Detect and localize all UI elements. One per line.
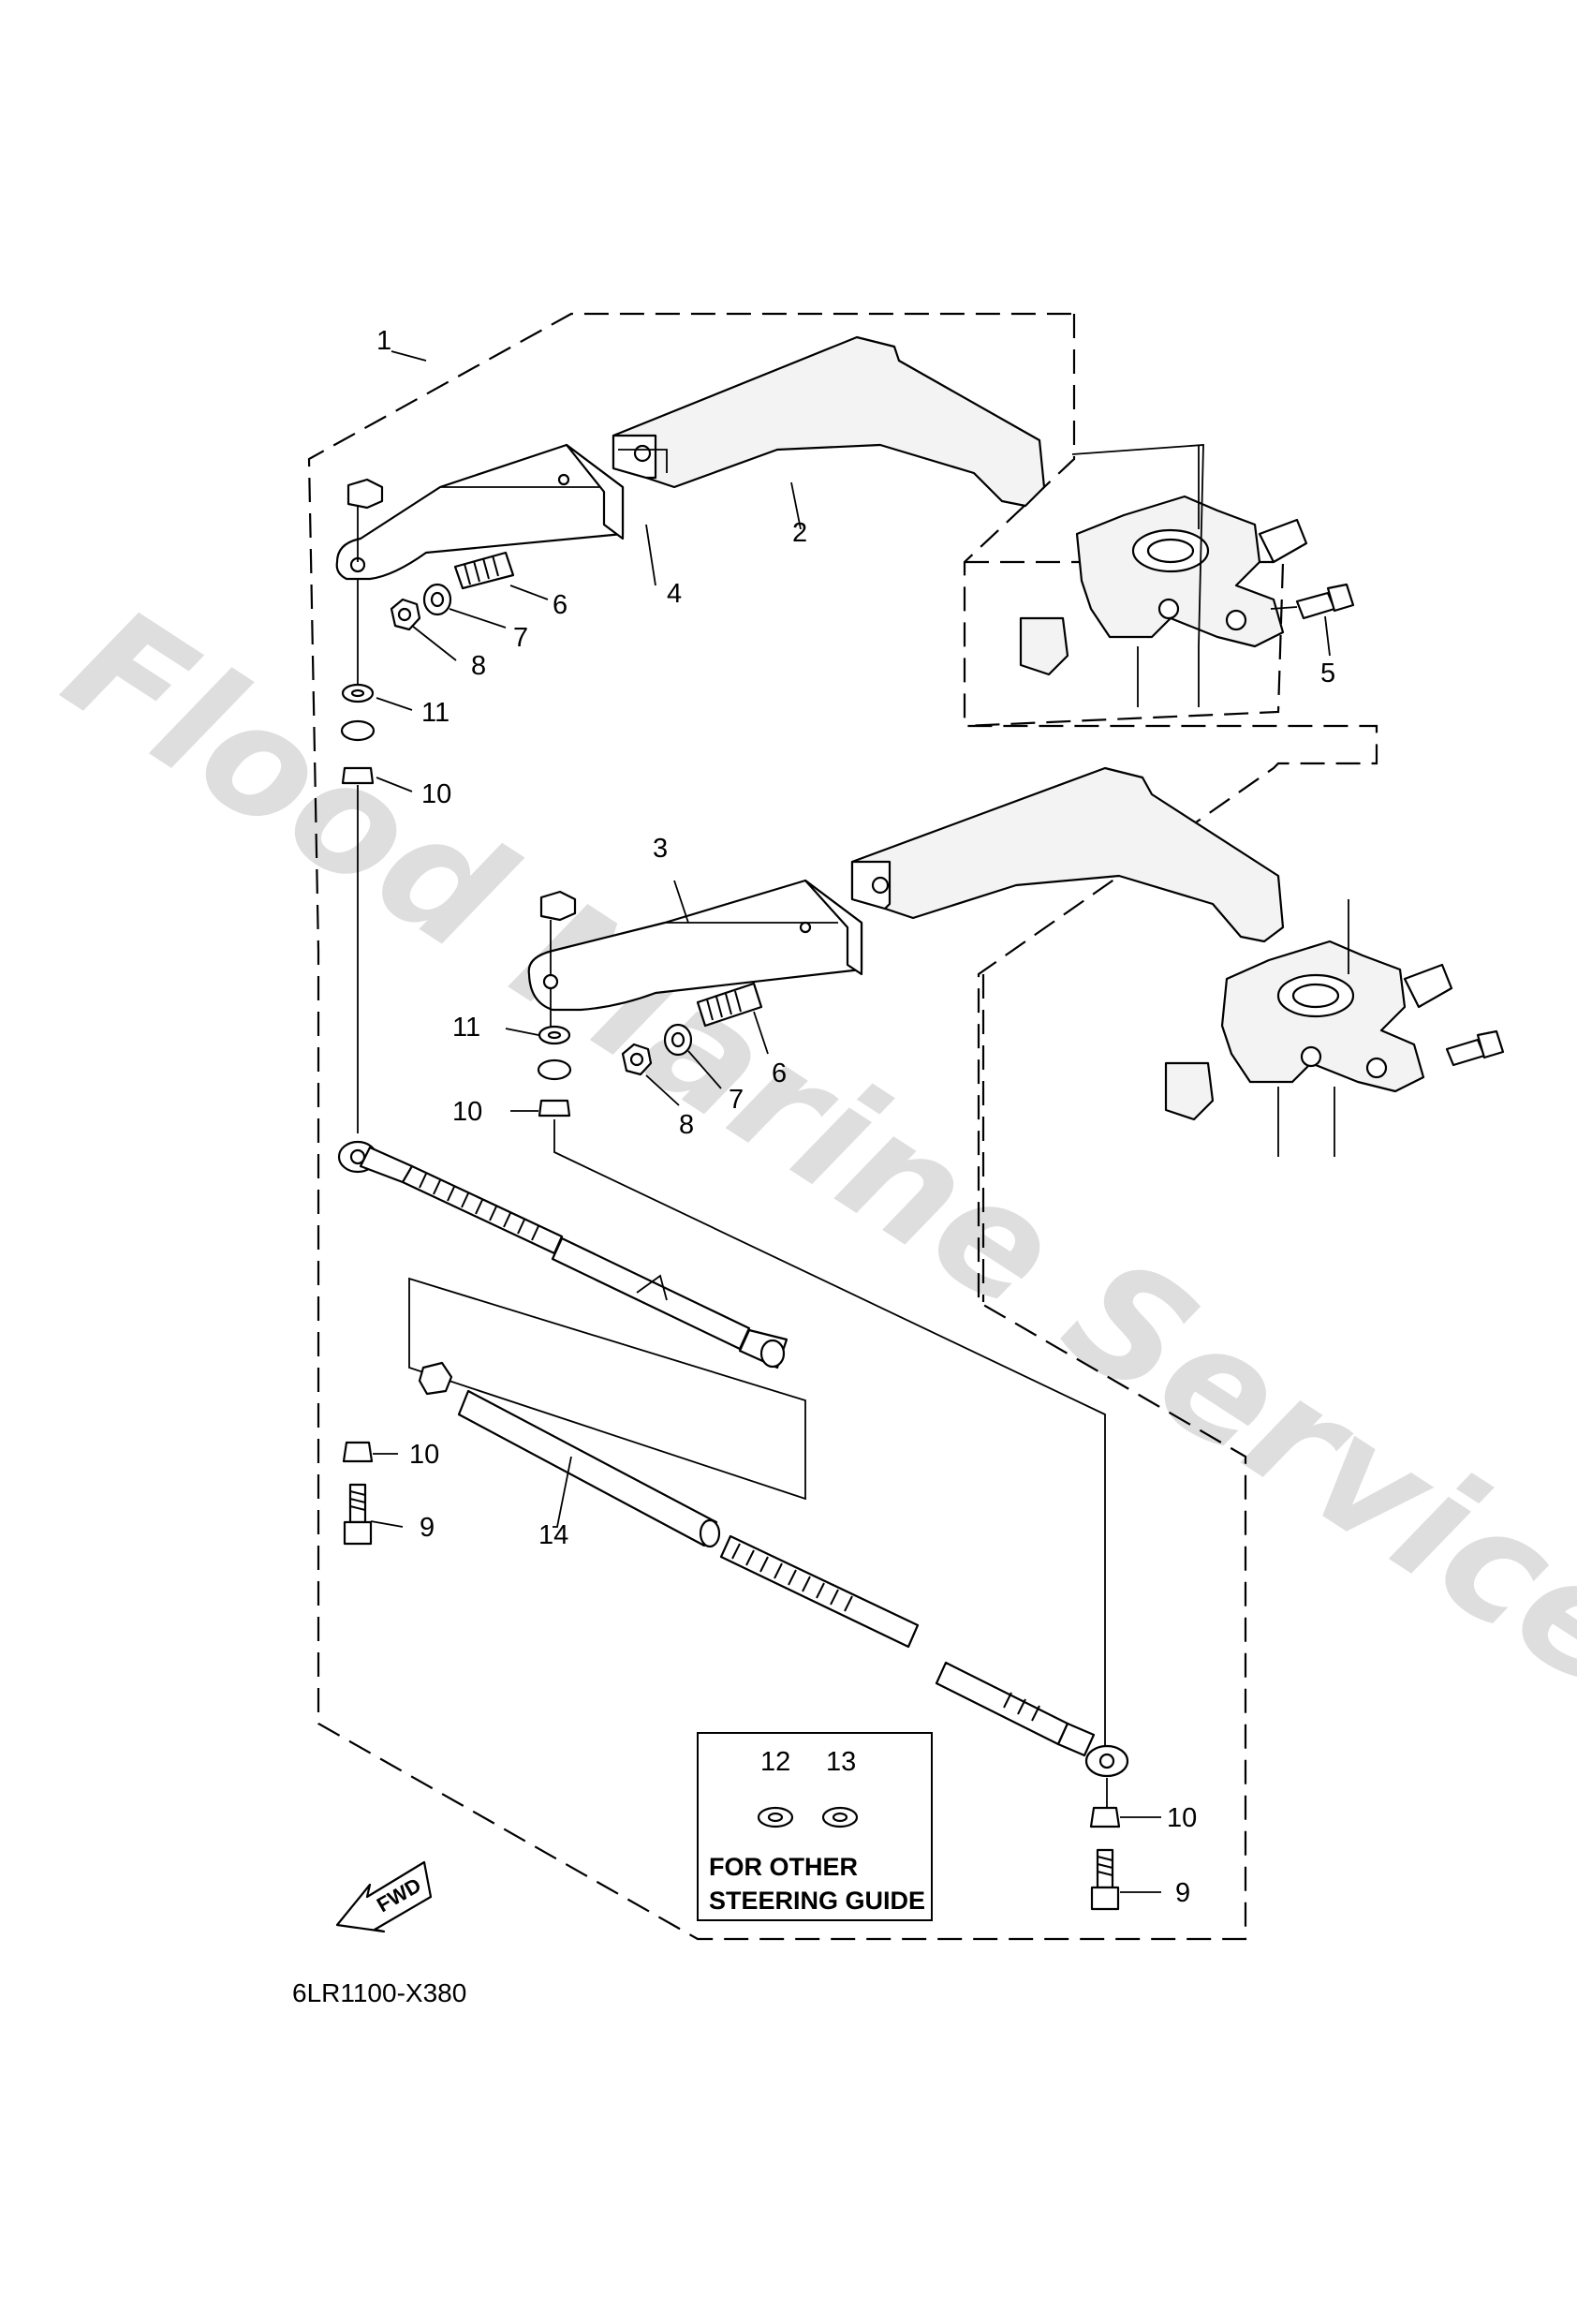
callout-14: 14	[538, 1520, 568, 1550]
swivel-bracket-lower	[1164, 899, 1505, 1157]
callout-12: 12	[760, 1747, 790, 1777]
connecting-arm-upper	[612, 335, 1046, 508]
lower-stud-washer-nut	[621, 982, 763, 1076]
note-line-2: STEERING GUIDE	[709, 1887, 925, 1915]
lower-fastener-stack	[537, 890, 1106, 1752]
callout-6b: 6	[772, 1058, 787, 1088]
swivel-bracket-upper	[1019, 444, 1308, 707]
callout-10a: 10	[421, 779, 451, 809]
note-line-1: FOR OTHER	[709, 1853, 858, 1881]
upper-fastener-stack	[340, 478, 384, 1133]
assembly-outline-dashed	[307, 312, 1378, 1941]
callout-8b: 8	[679, 1110, 694, 1140]
callout-7a: 7	[513, 623, 528, 653]
callout-10d: 10	[1167, 1803, 1197, 1833]
callout-11a: 11	[421, 698, 450, 728]
callout-3: 3	[653, 834, 668, 864]
callout-2: 2	[792, 518, 807, 548]
diagram-code: 6LR1100-X380	[292, 1978, 466, 2007]
callout-5: 5	[1320, 659, 1335, 688]
callout-11b: 11	[452, 1013, 480, 1043]
callout-9a: 9	[420, 1513, 435, 1543]
steering-arm-lower	[527, 879, 863, 1012]
callout-13: 13	[826, 1747, 856, 1777]
callout-6a: 6	[553, 590, 567, 620]
callout-4: 4	[667, 579, 682, 609]
tie-rod	[337, 1140, 1129, 1778]
upper-stud-washer-nut	[390, 551, 515, 631]
callout-10b: 10	[452, 1097, 482, 1127]
leader-lines	[370, 350, 1331, 1893]
callout-10c: 10	[409, 1440, 439, 1470]
callout-7b: 7	[729, 1085, 744, 1115]
note-box: FOR OTHER STEERING GUIDE	[697, 1732, 933, 1921]
bolt-stack-left	[342, 1441, 374, 1546]
callouts: 1 2 4 6 7 8 11 10 5 3 11 10 6 7 8 10 9 1…	[376, 326, 1335, 1908]
callout-9b: 9	[1175, 1878, 1190, 1908]
fwd-arrow-icon: FWD	[335, 1860, 433, 1933]
bolt-5	[1270, 583, 1355, 620]
tie-rod-subgroup	[408, 1277, 806, 1548]
steering-arm-upper	[335, 443, 625, 581]
callout-1: 1	[376, 326, 391, 356]
bolt-stack-right	[1089, 1778, 1121, 1911]
connecting-arm-lower	[850, 766, 1285, 943]
callout-8a: 8	[471, 651, 486, 681]
